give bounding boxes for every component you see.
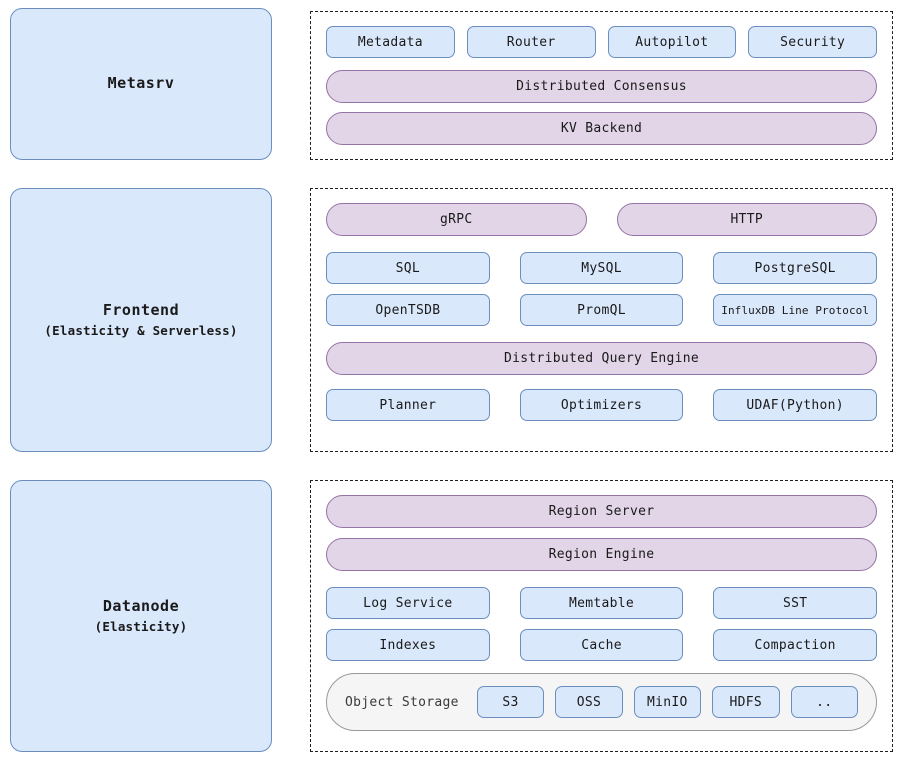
datanode-storage-row-1: Log Service Memtable SST <box>326 587 878 619</box>
component-kv-backend[interactable]: KV Backend <box>326 112 877 145</box>
metasrv-components-row: Metadata Router Autopilot Security <box>326 26 877 58</box>
object-storage-provider-s3[interactable]: S3 <box>476 686 545 718</box>
engine-part-optimizers[interactable]: Optimizers <box>519 389 684 421</box>
frontend-query-engine-row: Distributed Query Engine <box>326 342 877 375</box>
frontend-languages-row-2: OpenTSDB PromQL InfluxDB Line Protocol <box>326 294 878 326</box>
protocol-grpc[interactable]: gRPC <box>326 203 587 236</box>
language-mysql[interactable]: MySQL <box>519 252 684 284</box>
metasrv-kv-row: KV Backend <box>326 112 877 145</box>
frontend-languages-row-1: SQL MySQL PostgreSQL <box>326 252 878 284</box>
component-metadata[interactable]: Metadata <box>326 26 455 58</box>
section-frontend: gRPC HTTP SQL MySQL PostgreSQL OpenTSDB … <box>310 188 893 452</box>
datanode-storage-row-2: Indexes Cache Compaction <box>326 629 878 661</box>
object-storage-provider-more[interactable]: .. <box>790 686 858 718</box>
component-distributed-consensus[interactable]: Distributed Consensus <box>326 70 877 104</box>
section-datanode: Region Server Region Engine Log Service … <box>310 480 893 752</box>
role-panel-metasrv: Metasrv <box>10 8 272 160</box>
language-sql[interactable]: SQL <box>326 252 490 284</box>
object-storage-provider-oss[interactable]: OSS <box>555 686 623 718</box>
object-storage-label: Object Storage <box>345 694 459 710</box>
object-storage-provider-hdfs[interactable]: HDFS <box>712 686 780 718</box>
datanode-region-engine-row: Region Engine <box>326 538 877 571</box>
storage-indexes[interactable]: Indexes <box>326 629 490 661</box>
engine-part-udaf-python[interactable]: UDAF(Python) <box>713 389 878 421</box>
component-region-server[interactable]: Region Server <box>326 495 877 528</box>
frontend-engine-parts-row: Planner Optimizers UDAF(Python) <box>326 389 878 421</box>
component-router[interactable]: Router <box>466 26 596 58</box>
storage-cache[interactable]: Cache <box>519 629 684 661</box>
storage-log-service[interactable]: Log Service <box>326 587 490 619</box>
role-subtitle-frontend: (Elasticity & Serverless) <box>44 322 238 338</box>
role-title-metasrv: Metasrv <box>107 74 175 93</box>
role-subtitle-datanode: (Elasticity) <box>94 618 188 634</box>
storage-memtable[interactable]: Memtable <box>519 587 684 619</box>
language-postgresql[interactable]: PostgreSQL <box>713 252 878 284</box>
role-panel-frontend: Frontend (Elasticity & Serverless) <box>10 188 272 452</box>
storage-compaction[interactable]: Compaction <box>713 629 878 661</box>
language-promql[interactable]: PromQL <box>519 294 684 326</box>
metasrv-consensus-row: Distributed Consensus <box>326 70 877 104</box>
object-storage-provider-minio[interactable]: MinIO <box>633 686 702 718</box>
role-panel-datanode: Datanode (Elasticity) <box>10 480 272 752</box>
component-region-engine[interactable]: Region Engine <box>326 538 877 571</box>
engine-part-planner[interactable]: Planner <box>326 389 490 421</box>
component-distributed-query-engine[interactable]: Distributed Query Engine <box>326 342 877 375</box>
component-security[interactable]: Security <box>748 26 877 58</box>
role-title-frontend: Frontend <box>102 301 180 320</box>
datanode-region-server-row: Region Server <box>326 495 877 528</box>
object-storage-strip: Object Storage S3 OSS MinIO HDFS .. <box>326 673 877 731</box>
section-metasrv: Metadata Router Autopilot Security Distr… <box>310 11 893 160</box>
component-autopilot[interactable]: Autopilot <box>607 26 737 58</box>
language-opentsdb[interactable]: OpenTSDB <box>326 294 490 326</box>
role-title-datanode: Datanode <box>102 597 180 616</box>
protocol-http[interactable]: HTTP <box>616 203 877 236</box>
language-influxdb-line-protocol[interactable]: InfluxDB Line Protocol <box>713 294 878 326</box>
storage-sst[interactable]: SST <box>713 587 878 619</box>
frontend-protocols-row: gRPC HTTP <box>326 203 877 236</box>
